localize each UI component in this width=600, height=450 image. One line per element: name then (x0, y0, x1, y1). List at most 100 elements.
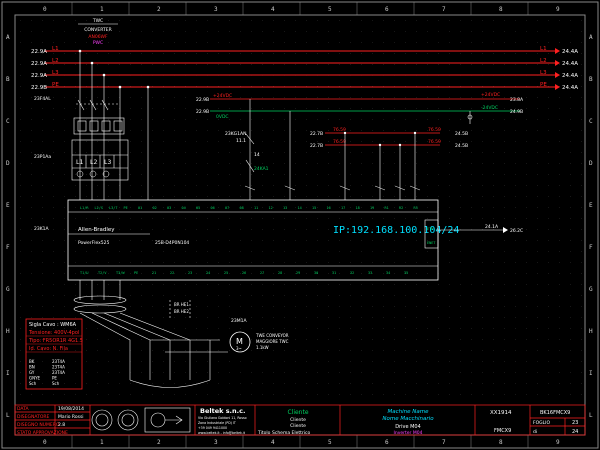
signal-drops (344, 133, 416, 200)
svg-text:+24VDC: +24VDC (481, 92, 500, 98)
drive-bottom-terminal: 32 (350, 271, 354, 275)
svg-text:L2: L2 (90, 159, 98, 166)
ruler-mark-left: B (6, 76, 10, 83)
foglio-label: FOGLIO (533, 420, 550, 426)
drive-network-arrow (503, 227, 508, 233)
drive-tag: 23K1A (34, 226, 50, 232)
drawing-code: FMCX9 (494, 428, 511, 434)
drive-bottom-terminal: 30 (314, 271, 318, 275)
relay: 23KG1AN 11.1 14 24KA1 (225, 131, 269, 172)
drive-top-terminal: PE (124, 206, 128, 210)
drive-out-ref: 24.1A (485, 224, 499, 230)
svg-text:Inverter M04: Inverter M04 (394, 430, 423, 436)
ruler-mark-right: F (589, 244, 593, 251)
ruler-mark-left: I (6, 370, 10, 377)
drive-bottom-terminal: 33 (368, 271, 372, 275)
cable-core-dest: PE (52, 376, 57, 381)
drive-top-terminal: 04 (182, 206, 186, 210)
svg-text:23KG1AN: 23KG1AN (225, 131, 246, 137)
title-value: Schema Elettrico (272, 430, 310, 436)
ruler-mark-top: 5 (328, 6, 332, 13)
ruler-mark-left: D (6, 160, 10, 167)
drive-top-terminal: 08 (240, 206, 244, 210)
svg-text:22.7B: 22.7B (310, 143, 323, 149)
motor-tag: 23M1A (231, 318, 247, 324)
terminal-labels: L1 L2 L3 (76, 159, 112, 166)
line-ref-left: 22.9A (31, 73, 47, 79)
svg-text:www.beltek.it - info@beltek.it: www.beltek.it - info@beltek.it (198, 431, 246, 435)
drive-top-terminal: 02 (153, 206, 157, 210)
svg-text:Cliente: Cliente (290, 417, 306, 423)
ruler-mark-bottom: 6 (385, 439, 389, 446)
svg-text:+24VDC: +24VDC (213, 93, 232, 99)
ruler-mark-left: G (6, 286, 10, 293)
dc-supply-left: 22.9B 22.9B +24VDC 0VDC (196, 93, 232, 120)
ruler-mark-right: A (589, 34, 593, 41)
drive-top-terminal: 14 (298, 206, 302, 210)
breaker-wiring (79, 51, 121, 200)
drive-bottom-terminal: 28 (278, 271, 282, 275)
svg-text:22.9B: 22.9B (196, 97, 209, 103)
drive-bottom-terminal: 25 (224, 271, 228, 275)
top-component: TWC CONVERTER AN06WF PWC (78, 18, 118, 46)
signal-labels: 22.7B 22.7B 76.59 76.59 76.59 76.59 24.5… (310, 127, 468, 149)
drive-top-terminal: 12 (269, 206, 273, 210)
svg-text:AN06WF: AN06WF (88, 34, 108, 40)
line-ref-left: 22.9A (31, 49, 47, 55)
certification-logos (91, 407, 191, 433)
line-labels-right: L1 L2 L3 PE 24.4A 24.4A 24.4A 24.4A (540, 46, 578, 91)
line-labels-left: 22.9A 22.9A 22.9A 22.9B L1 L2 L3 PE (31, 46, 59, 91)
motor-letter: M (236, 337, 243, 346)
cable-core-color: BN (29, 365, 35, 370)
drive-top-terminal: 03 (167, 206, 171, 210)
line-label-left: PE (52, 82, 59, 88)
drive-bottom-terminal: 22 (170, 271, 174, 275)
drive-bottom-terminal: T2/V (98, 271, 107, 275)
drive-top-terminal: R3 (414, 206, 418, 210)
svg-text:19/08/2014: 19/08/2014 (58, 406, 84, 412)
client-info: Cliente Cliente Cliente (287, 409, 308, 429)
drive-bottom-terminal: 24 (206, 271, 210, 275)
svg-text:TWE CONVEYOR: TWE CONVEYOR (255, 333, 289, 338)
svg-text:BR HE1: BR HE1 (174, 302, 189, 307)
svg-text:24.5B: 24.5B (455, 131, 468, 137)
cable-core-color: BK (29, 359, 35, 364)
breaker-body (73, 117, 125, 135)
ruler-mark-bottom: 2 (157, 439, 161, 446)
breaker-tag-2: 23P1Aa (34, 154, 51, 160)
ruler-mark-right: D (589, 160, 593, 167)
line-ref-right: 24.4A (562, 85, 578, 91)
motor-cable (73, 280, 228, 388)
svg-text:PWC: PWC (93, 40, 103, 46)
ruler-mark-right: E (589, 202, 593, 209)
line-label-left: L2 (52, 58, 59, 64)
line-label-right: L1 (540, 46, 547, 52)
drive-out-ref-2: 26.2C (510, 228, 523, 234)
svg-text:Nome Macchinario: Nome Macchinario (382, 416, 434, 422)
ruler-mark-left: C (6, 118, 10, 125)
drive-bottom-terminal: 35 (404, 271, 408, 275)
company-info: Beltek s.n.c. Via Giuliano Goldoni 11, R… (198, 407, 247, 435)
beltek-logo (144, 407, 191, 433)
svg-text:24.5B: 24.5B (455, 143, 468, 149)
drive-bottom-terminal: 29 (296, 271, 300, 275)
ruler-mark-bottom: 9 (556, 439, 560, 446)
ruler-mark-top: 4 (271, 6, 275, 13)
drive-top-terminal: R2 (399, 206, 403, 210)
dc-rails (210, 98, 520, 112)
ruler-mark-left: A (6, 34, 10, 41)
drive-top-terminal: 18 (356, 206, 360, 210)
ruler-mark-left: H (6, 328, 10, 335)
motor-desc: TWE CONVEYOR MAGGIORE TWC 1.1kW (255, 333, 289, 350)
svg-text:STATO APPROVAZIONE: STATO APPROVAZIONE (17, 430, 68, 436)
svg-text:Via Giuliano Goldoni 11, Rosso: Via Giuliano Goldoni 11, Rosso (198, 416, 247, 420)
drive-top-terminal: L1/R (80, 206, 89, 210)
breaker-junction-dots (78, 49, 150, 89)
drive-top-terminal: 19 (370, 206, 374, 210)
svg-text:L1: L1 (76, 159, 84, 166)
drive-top-terminal: 05 (196, 206, 200, 210)
svg-text:Machine Name: Machine Name (388, 409, 430, 415)
